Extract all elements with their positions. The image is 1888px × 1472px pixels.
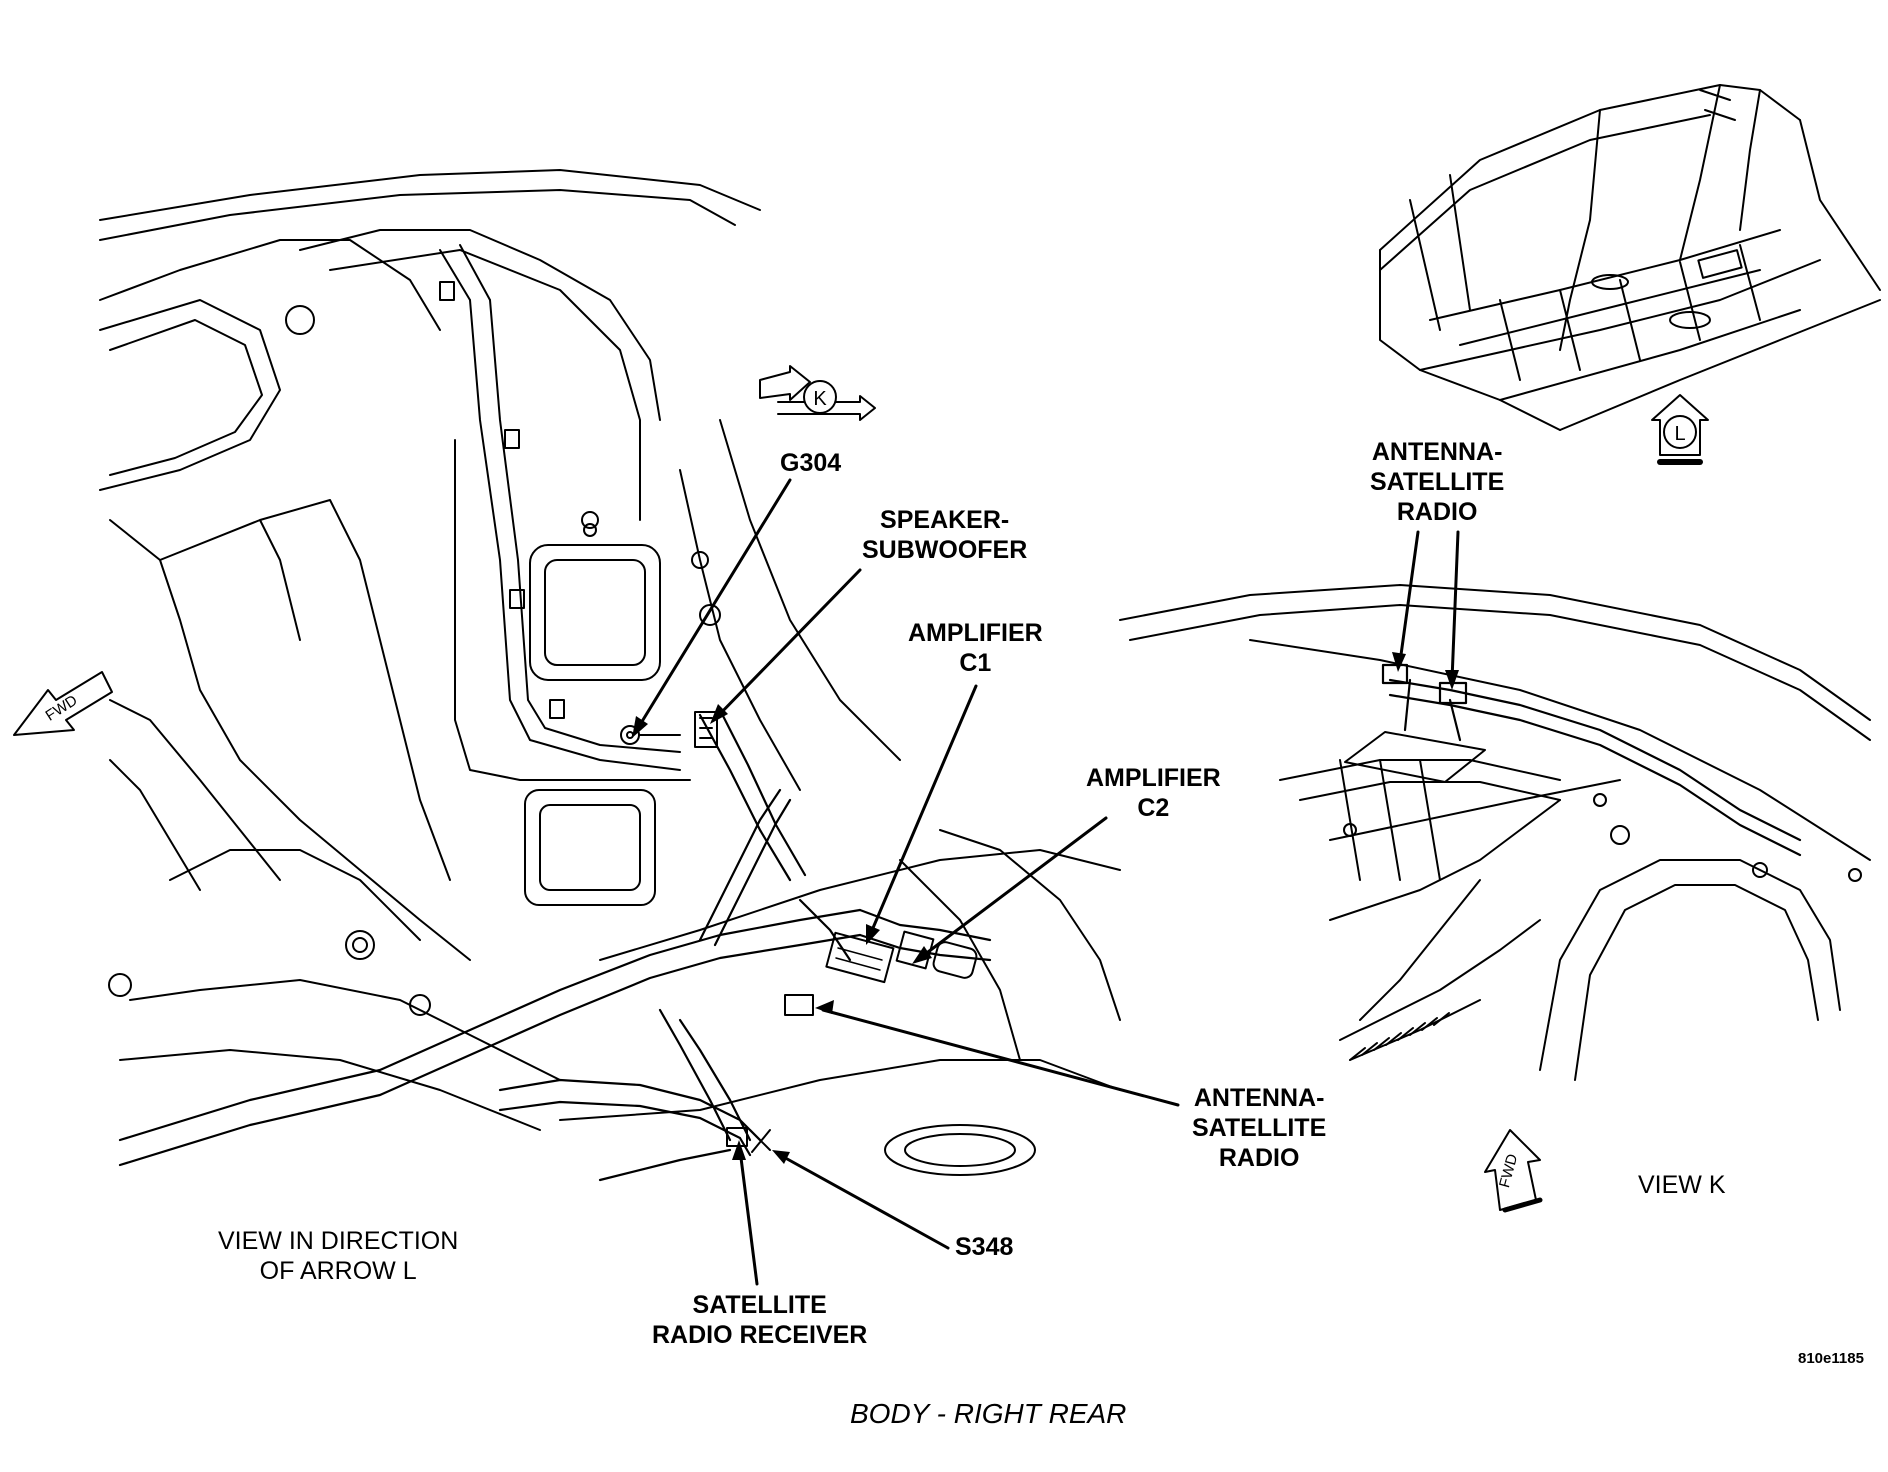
view-k-text: VIEW K	[1638, 1171, 1726, 1199]
view-k-leader-lines	[1398, 530, 1460, 682]
antenna-right-line3: RADIO	[1396, 498, 1478, 526]
view-k-caption: VIEW K	[1638, 1170, 1726, 1200]
amp-c2-line2: C2	[1137, 794, 1170, 822]
k-view-arrow	[759, 365, 876, 421]
left-body-structure	[99, 169, 1121, 1176]
antenna-satellite-radio-label-right: ANTENNA- SATELLITE RADIO	[1370, 437, 1504, 527]
satellite-radio-receiver-label: SATELLITE RADIO RECEIVER	[652, 1290, 867, 1350]
antenna-left-line2: SATELLITE	[1192, 1114, 1327, 1142]
left-leader-lines	[636, 478, 1180, 1286]
amplifier-c2-label: AMPLIFIER C2	[1086, 763, 1221, 823]
amp-c2-line1: AMPLIFIER	[1086, 764, 1221, 792]
left-fwd-arrow-shape	[13, 671, 113, 736]
g304-label: G304	[780, 448, 841, 478]
left-connectors	[620, 711, 978, 1153]
speaker-line1: SPEAKER-	[880, 506, 1010, 534]
amp-c1-line2: C1	[959, 649, 992, 677]
view-k-fwd-label: FWD	[1496, 1152, 1521, 1190]
speaker-line2: SUBWOOFER	[862, 536, 1028, 564]
antenna-left-line3: RADIO	[1218, 1144, 1300, 1172]
receiver-line1: SATELLITE	[692, 1291, 827, 1319]
view-k-fwd-arrow-shape	[1484, 1129, 1543, 1213]
k-marker-label: K	[813, 388, 827, 410]
view-direction-arrow-l-caption: VIEW IN DIRECTION OF ARROW L	[218, 1226, 458, 1286]
antenna-satellite-radio-label-left: ANTENNA- SATELLITE RADIO	[1192, 1083, 1326, 1173]
antenna-left-line1: ANTENNA-	[1193, 1084, 1325, 1112]
s348-text: S348	[955, 1233, 1014, 1261]
l-view-arrow	[1651, 394, 1709, 465]
s348-label: S348	[955, 1232, 1013, 1262]
amp-c1-line1: AMPLIFIER	[908, 619, 1043, 647]
left-wire-harness	[118, 708, 992, 1182]
left-arrowheads	[632, 704, 932, 1164]
l-marker-label: L	[1674, 423, 1685, 445]
view-k-structure	[1119, 584, 1871, 1081]
receiver-line2: RADIO RECEIVER	[652, 1321, 868, 1349]
antenna-right-line2: SATELLITE	[1370, 468, 1505, 496]
view-l-line1: VIEW IN DIRECTION	[218, 1227, 459, 1255]
g304-text: G304	[780, 449, 842, 477]
speaker-subwoofer-label: SPEAKER- SUBWOOFER	[862, 505, 1027, 565]
view-k-arrowheads	[1392, 652, 1459, 690]
antenna-right-line1: ANTENNA-	[1371, 438, 1503, 466]
figure-code: 810e1185	[1798, 1350, 1864, 1367]
view-l-line2: OF ARROW L	[259, 1257, 417, 1285]
vehicle-overview	[1379, 84, 1881, 431]
amplifier-c1-label: AMPLIFIER C1	[908, 618, 1043, 678]
diagram-title: BODY - RIGHT REAR	[850, 1398, 1127, 1429]
